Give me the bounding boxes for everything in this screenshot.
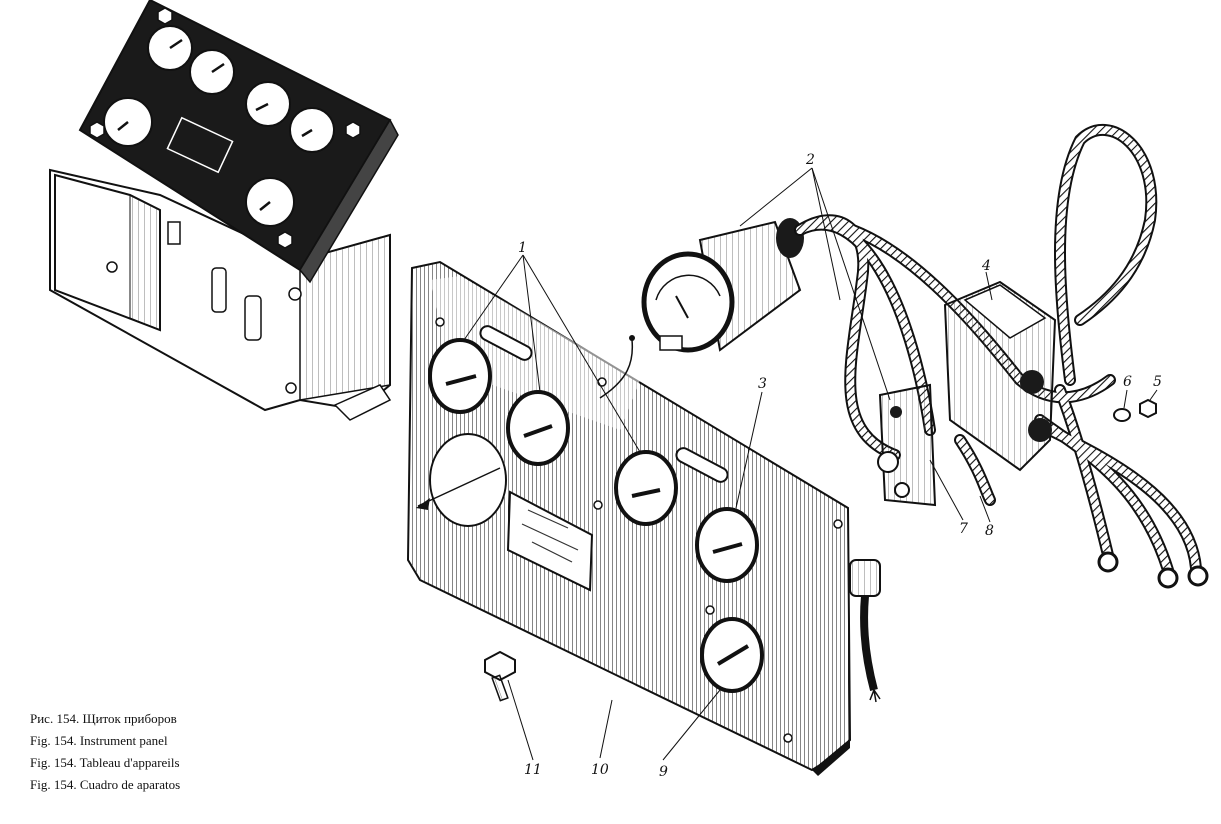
caption-es: Fig. 154. Cuadro de aparatos — [30, 777, 181, 792]
callout-3: 3 — [758, 376, 767, 392]
toggle-switch — [211, 267, 227, 313]
figure-caption: Рис. 154. Щиток приборов Fig. 154. Instr… — [30, 708, 180, 796]
toggle-switch — [244, 295, 262, 341]
wire-clamp — [877, 383, 937, 507]
side-plate — [299, 234, 391, 401]
panel-nameplate — [506, 490, 594, 592]
nameplate-text-lines — [521, 509, 579, 563]
bolt-head — [106, 261, 118, 273]
nameplate-window — [166, 116, 234, 174]
bolt-head — [288, 287, 302, 301]
assembled-panel-unit — [49, 0, 399, 421]
callout-8: 8 — [985, 523, 994, 539]
connector-cable — [860, 595, 878, 692]
gauge-needle — [445, 374, 750, 666]
callout-2: 2 — [805, 152, 815, 168]
callout-10: 10 — [591, 762, 609, 778]
panel-connector — [849, 559, 881, 597]
callout-1: 1 — [518, 240, 527, 256]
panel-gauge — [428, 338, 764, 693]
relay-box-side — [129, 194, 161, 331]
panel-cutout — [429, 433, 507, 527]
cutout-arrowhead — [416, 498, 430, 510]
cutout-arrow — [417, 467, 501, 507]
bolt-head — [285, 382, 297, 394]
board-edge — [299, 118, 399, 284]
mount-foot — [333, 384, 392, 421]
gauge-face — [641, 251, 735, 353]
gauge — [103, 25, 335, 227]
callout-labels: 1 2 3 4 5 6 7 8 9 10 11 — [518, 152, 1162, 780]
callout-7: 7 — [959, 521, 968, 537]
warning-lamp — [479, 325, 533, 361]
callout-4: 4 — [981, 258, 991, 274]
caption-ru: Рис. 154. Щиток приборов — [30, 711, 177, 726]
caption-fr: Fig. 154. Tableau d'appareils — [30, 755, 180, 770]
mounting-screw — [484, 650, 516, 702]
hex-nut — [89, 7, 361, 249]
loose-wire — [599, 339, 634, 399]
toggle-switch — [167, 221, 181, 245]
washer — [1113, 408, 1131, 422]
exploded-instrument-panel — [406, 260, 881, 776]
remote-gauge-assembly — [641, 218, 804, 353]
callout-5: 5 — [1153, 374, 1162, 390]
ring-terminal — [1097, 551, 1209, 589]
panel-edge — [812, 740, 850, 776]
gauge-face-needle — [675, 295, 689, 319]
callout-11: 11 — [524, 762, 542, 778]
callout-9: 9 — [659, 764, 668, 780]
mounting-hole — [435, 317, 843, 743]
nut — [1139, 398, 1157, 419]
caption-en: Fig. 154. Instrument panel — [30, 733, 168, 748]
callout-6: 6 — [1123, 374, 1132, 390]
warning-lamp — [675, 447, 729, 483]
junction-block — [943, 280, 1057, 472]
gauge-stud — [659, 335, 683, 351]
leader-lines — [463, 167, 1158, 761]
